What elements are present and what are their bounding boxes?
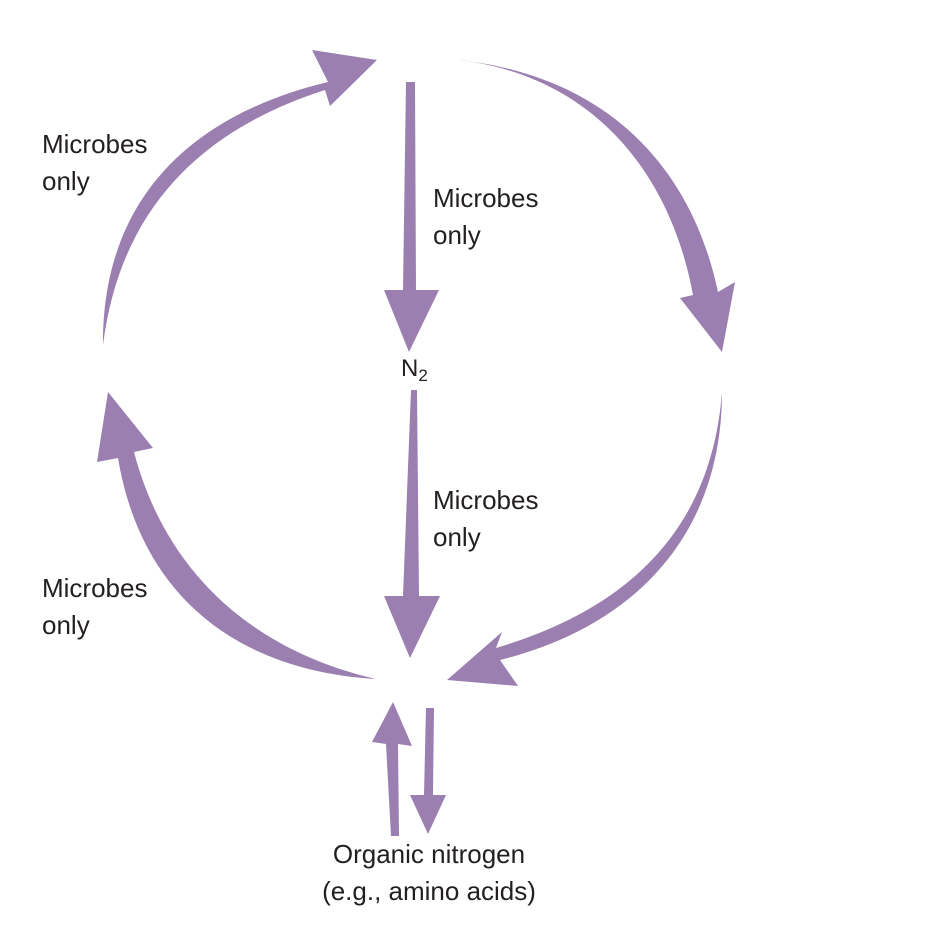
arrow-left-up bbox=[102, 50, 377, 345]
label-bottom-left: Microbes only bbox=[42, 573, 148, 640]
label-organic-nitrogen: Organic nitrogen (e.g., amino acids) bbox=[322, 839, 536, 906]
arrow-center-down-bottom bbox=[384, 390, 440, 658]
arrow-organic-up bbox=[372, 702, 412, 836]
label-mid-center: Microbes only bbox=[433, 485, 539, 552]
label-top-left: Microbes only bbox=[42, 129, 148, 196]
arrow-bottom-to-left bbox=[97, 392, 376, 679]
label-top-center: Microbes only bbox=[433, 183, 539, 250]
arrow-center-down-top bbox=[384, 82, 439, 352]
arrow-right-down bbox=[458, 60, 735, 352]
arrow-right-to-bottom bbox=[447, 392, 722, 686]
arrow-organic-down bbox=[410, 708, 446, 834]
n2-label: N2 bbox=[401, 355, 428, 385]
